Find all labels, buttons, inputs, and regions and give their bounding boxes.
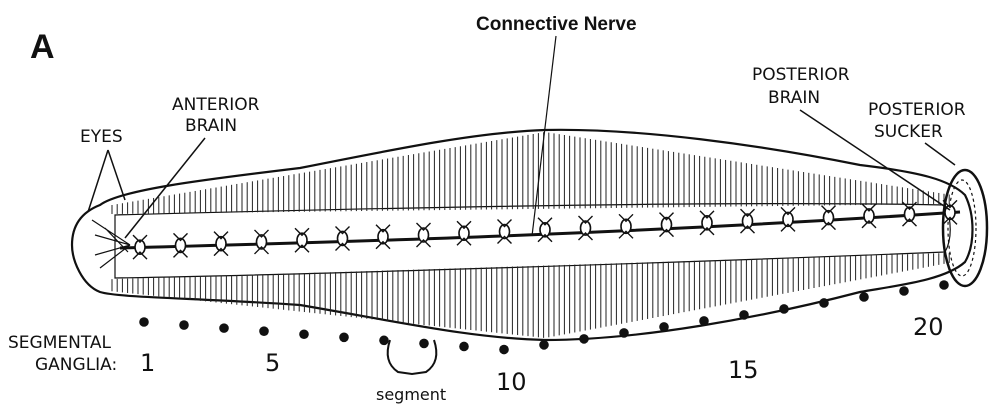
cord-ganglion xyxy=(579,216,593,240)
ganglion-number-15: 15 xyxy=(728,356,759,384)
cord-ganglion xyxy=(741,209,755,233)
segmental-ganglion-dot xyxy=(739,310,749,320)
posterior-sucker-label-line2: SUCKER xyxy=(874,122,943,142)
cord-ganglion xyxy=(822,206,836,230)
segment-bracket xyxy=(388,340,437,374)
segmental-ganglion-dot xyxy=(659,322,669,332)
eyes-label: EYES xyxy=(80,127,123,147)
segmental-ganglion-dot xyxy=(699,316,709,326)
anterior-brain-leader xyxy=(125,138,205,238)
segmental-ganglion-dot xyxy=(819,298,829,308)
connective-nerve-label: Connective Nerve xyxy=(476,14,637,35)
segment-label: segment xyxy=(376,385,446,404)
segmental-ganglion-dot xyxy=(219,323,229,333)
posterior-brain-label-line1: POSTERIOR xyxy=(752,65,850,85)
segmental-ganglia-label-line2: GANGLIA: xyxy=(35,355,117,375)
anterior-brain-label-line2: BRAIN xyxy=(185,116,237,136)
posterior-sucker-leader xyxy=(925,143,955,165)
segmental-ganglion-dot xyxy=(259,326,269,336)
segmental-ganglion-dot xyxy=(459,342,469,352)
cord-ganglion xyxy=(336,226,350,250)
cord-ganglion xyxy=(700,211,714,235)
ganglion-number-10: 10 xyxy=(496,368,527,396)
cord-ganglion xyxy=(376,225,390,249)
cord-ganglion xyxy=(660,213,674,237)
cord-ganglia xyxy=(133,200,957,259)
segmental-ganglion-dot xyxy=(539,340,549,350)
cord-ganglion xyxy=(295,228,309,252)
ganglion-number-5: 5 xyxy=(265,349,280,377)
posterior-brain-label-line2: BRAIN xyxy=(768,88,820,108)
cord-ganglion xyxy=(538,218,552,242)
segmental-ganglion-dot xyxy=(579,334,589,344)
segmental-ganglion-dot xyxy=(939,280,949,290)
posterior-sucker-label-line1: POSTERIOR xyxy=(868,100,966,120)
cord-ganglion xyxy=(417,223,431,247)
ganglion-number-1: 1 xyxy=(140,349,155,377)
eyes-leader xyxy=(88,150,125,212)
segmental-ganglia-label-line1: SEGMENTAL xyxy=(8,333,112,353)
segmental-ganglion-dot xyxy=(299,329,309,339)
segmental-ganglion-dot xyxy=(859,292,869,302)
segmental-ganglion-dot xyxy=(339,333,349,343)
posterior-sucker xyxy=(943,170,987,286)
cord-ganglion xyxy=(903,202,917,226)
cord-ganglion xyxy=(214,232,228,256)
segmental-ganglion-dot xyxy=(419,339,429,349)
cord-ganglion xyxy=(457,221,471,245)
cord-ganglion xyxy=(498,220,512,244)
segmental-ganglion-dot xyxy=(619,328,629,338)
cord-ganglion xyxy=(174,233,188,257)
anterior-head xyxy=(92,220,130,268)
segmental-ganglion-dot xyxy=(779,304,789,314)
cord-ganglion xyxy=(619,214,633,238)
segmental-ganglion-dot xyxy=(379,336,389,346)
cord-ganglion xyxy=(862,204,876,228)
segmental-ganglion-dot xyxy=(179,320,189,330)
panel-letter: A xyxy=(30,28,55,66)
segmental-ganglion-dot xyxy=(139,317,149,327)
ganglion-number-20: 20 xyxy=(913,313,944,341)
cord-ganglion xyxy=(255,230,269,254)
cord-ganglion xyxy=(133,235,147,259)
segmental-ganglion-dot xyxy=(899,286,909,296)
anterior-brain-label-line1: ANTERIOR xyxy=(172,95,260,115)
cord-ganglion xyxy=(781,207,795,231)
segmental-ganglion-dot xyxy=(499,345,509,355)
